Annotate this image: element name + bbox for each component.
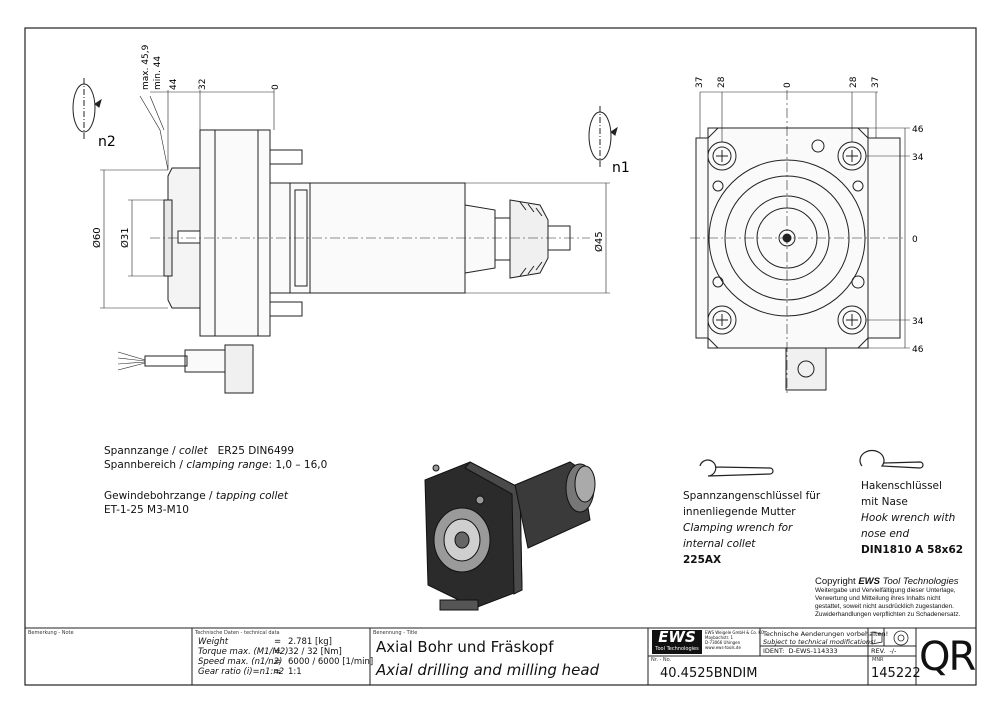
dim-34-top: 34 xyxy=(912,153,924,163)
bolt-bottom-left xyxy=(707,305,737,335)
wrench2-en2: nose end xyxy=(861,528,910,540)
tech-row-value: 6000 / 6000 [1/min] xyxy=(288,657,374,667)
tap-val: ET-1-25 M3-M10 xyxy=(104,504,189,516)
remark-label: Bemerkung - Note xyxy=(28,630,74,636)
tech-row-key: Gear ratio (i)=n1:n2 xyxy=(198,667,285,677)
mnr-label: MNR xyxy=(872,657,884,663)
tech-row-key: Weight xyxy=(198,637,229,647)
dim-32: 32 xyxy=(198,79,208,90)
title-en: Axial drilling and milling head xyxy=(376,661,600,679)
wrench1-de1: Spannzangenschlüssel für xyxy=(683,490,821,502)
tech-row-value: 2.781 [kg] xyxy=(288,637,332,647)
range-en: clamping range xyxy=(186,459,269,471)
modification-note: Technische Aenderungen vorbehalten! Subj… xyxy=(763,630,889,646)
tech-row-eq: = xyxy=(274,647,282,657)
dim-zero-side: 0 xyxy=(271,84,281,90)
wrench1-code: 225AX xyxy=(683,554,722,566)
hook-wrench-note: Hakenschlüssel mit Nase Hook wrench with… xyxy=(861,478,963,558)
dim-d31: Ø31 xyxy=(119,227,131,248)
dim-28-left: 28 xyxy=(717,76,727,88)
wrench1-de2: innenliegende Mutter xyxy=(683,506,796,518)
ident-field: IDENT: D-EWS-114333 xyxy=(763,647,838,655)
rev-field: REV. -/- xyxy=(871,647,897,655)
tap-de: Gewindebohrzange / xyxy=(104,490,216,502)
copyright-title: Copyright EWS Tool Technologies xyxy=(815,576,959,587)
tech-row-eq: = xyxy=(274,657,282,667)
collet-note: Spannzange / collet ER25 DIN6499 Spannbe… xyxy=(104,444,327,472)
rotation-n1-symbol xyxy=(588,106,618,168)
dim-zero-right: 0 xyxy=(912,235,918,245)
copyright-l3: gestattet, soweit nicht ausdrücklich zug… xyxy=(815,603,954,610)
bolt-top-left xyxy=(707,141,737,171)
title-block xyxy=(25,627,976,685)
tech-row-key: Speed max. (n1/n2) xyxy=(198,657,283,667)
nr-label: Nr. - No. xyxy=(651,657,672,663)
tech-row-key: Torque max. (M1/M2) xyxy=(198,647,289,657)
tapping-note: Gewindebohrzange / tapping collet ET-1-2… xyxy=(104,489,288,517)
qr-code-label: QR xyxy=(919,634,976,680)
wrench1-en1: Clamping wrench for xyxy=(683,522,793,534)
dim-46-bottom: 46 xyxy=(912,345,924,355)
isometric-render xyxy=(424,461,596,611)
hook-wrench-icon xyxy=(859,449,924,469)
dim-min: min. 44 xyxy=(153,56,163,90)
front-view xyxy=(690,90,910,395)
dim-34-bottom: 34 xyxy=(912,317,924,327)
tech-row-eq: = xyxy=(274,667,282,677)
copyright-l4: Zuwiderhandlungen verpflichten zu Schade… xyxy=(815,611,961,618)
dim-37-right: 37 xyxy=(871,77,881,88)
copyright-block: Copyright EWS Tool Technologies Weiterga… xyxy=(815,576,970,619)
clamping-wrench-icon xyxy=(699,459,774,477)
dim-44: 44 xyxy=(169,78,179,90)
copyright-l2: Verwertung und Mitteilung ihres Inhalts … xyxy=(815,595,941,602)
wrench1-en2: internal collet xyxy=(683,538,756,550)
tech-data-label: Technische Daten - technical data xyxy=(195,630,280,636)
label-n1: n1 xyxy=(612,160,630,176)
wrench2-de2: mit Nase xyxy=(861,496,908,508)
tap-en: tapping collet xyxy=(215,490,288,502)
dim-d60: Ø60 xyxy=(91,227,103,248)
tech-row-eq: = xyxy=(274,637,282,647)
dim-37-left: 37 xyxy=(695,77,705,88)
wrench2-de1: Hakenschlüssel xyxy=(861,480,942,492)
rotation-n2-symbol xyxy=(72,78,102,140)
title-label: Benennung - Title xyxy=(373,630,418,636)
clamping-wrench-note: Spannzangenschlüssel für innenliegende M… xyxy=(683,488,820,568)
projection-symbol-icon xyxy=(871,630,909,646)
copyright-l1: Weitergabe und Vervielfältigung dieser U… xyxy=(815,587,956,594)
dim-28-right: 28 xyxy=(849,76,859,88)
collet-de: Spannzange / xyxy=(104,445,180,457)
dim-max: max. 45,9 xyxy=(141,44,151,90)
dim-zero-front: 0 xyxy=(783,82,793,88)
range-val: : 1,0 – 16,0 xyxy=(268,459,328,471)
mnr-number: 145222 xyxy=(871,666,921,681)
ews-logo: EWS Tool Technologies xyxy=(652,630,702,654)
dim-d45: Ø45 xyxy=(593,231,605,252)
dim-46-top: 46 xyxy=(912,125,924,135)
title-de: Axial Bohr und Fräskopf xyxy=(376,638,554,656)
tech-row-value: 32 / 32 [Nm] xyxy=(288,647,342,657)
side-view xyxy=(72,78,618,394)
wrench2-en1: Hook wrench with xyxy=(861,512,956,524)
range-de: Spannbereich / xyxy=(104,459,187,471)
tech-row-value: 1:1 xyxy=(288,667,302,677)
collet-spec: ER25 DIN6499 xyxy=(217,445,295,457)
drawing-number: 40.4525BNDIM xyxy=(660,666,758,681)
wrench2-code: DIN1810 A 58x62 xyxy=(861,544,964,556)
collet-en: collet xyxy=(179,445,208,457)
tech-data-table: Weight=2.781 [kg] Torque max. (M1/M2)=32… xyxy=(198,637,373,677)
label-n2: n2 xyxy=(98,134,116,150)
company-address: EWS Weigele GmbH & Co. KG Maybachstr. 1 … xyxy=(705,630,765,650)
